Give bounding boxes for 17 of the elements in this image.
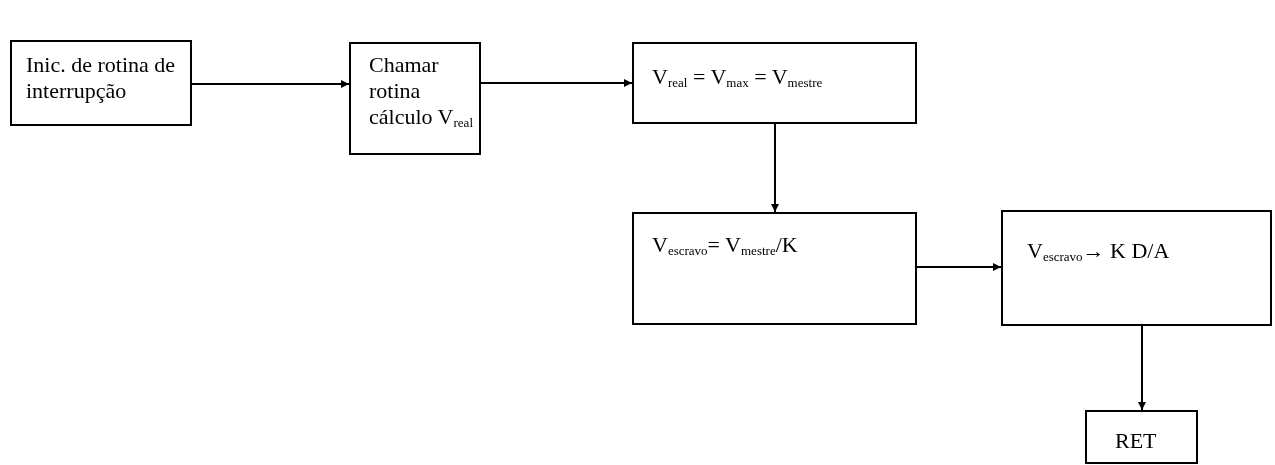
arrow bbox=[480, 79, 633, 87]
arrow bbox=[191, 80, 350, 88]
box-text: Inic. de rotina de interrupção bbox=[26, 52, 177, 104]
process-box bbox=[349, 42, 481, 155]
box-text: V$_{real}$ = V$_{max}$ = V$_{mestre}$ bbox=[652, 64, 824, 90]
box-text: V$_{escravo}$→ K D/A bbox=[1027, 238, 1171, 264]
process-box bbox=[1001, 210, 1272, 326]
process-box bbox=[632, 42, 917, 124]
arrow bbox=[771, 123, 779, 213]
arrow bbox=[916, 263, 1002, 271]
box-text: V$_{escravo}$= V$_{mestre}$/K bbox=[652, 232, 799, 258]
box-text: RET bbox=[1115, 428, 1158, 454]
arrow bbox=[1138, 325, 1146, 411]
process-box bbox=[10, 40, 192, 126]
process-box bbox=[1085, 410, 1198, 464]
box-text: Chamar rotina cálculo V$_{real}$ bbox=[369, 52, 473, 130]
process-box bbox=[632, 212, 917, 325]
